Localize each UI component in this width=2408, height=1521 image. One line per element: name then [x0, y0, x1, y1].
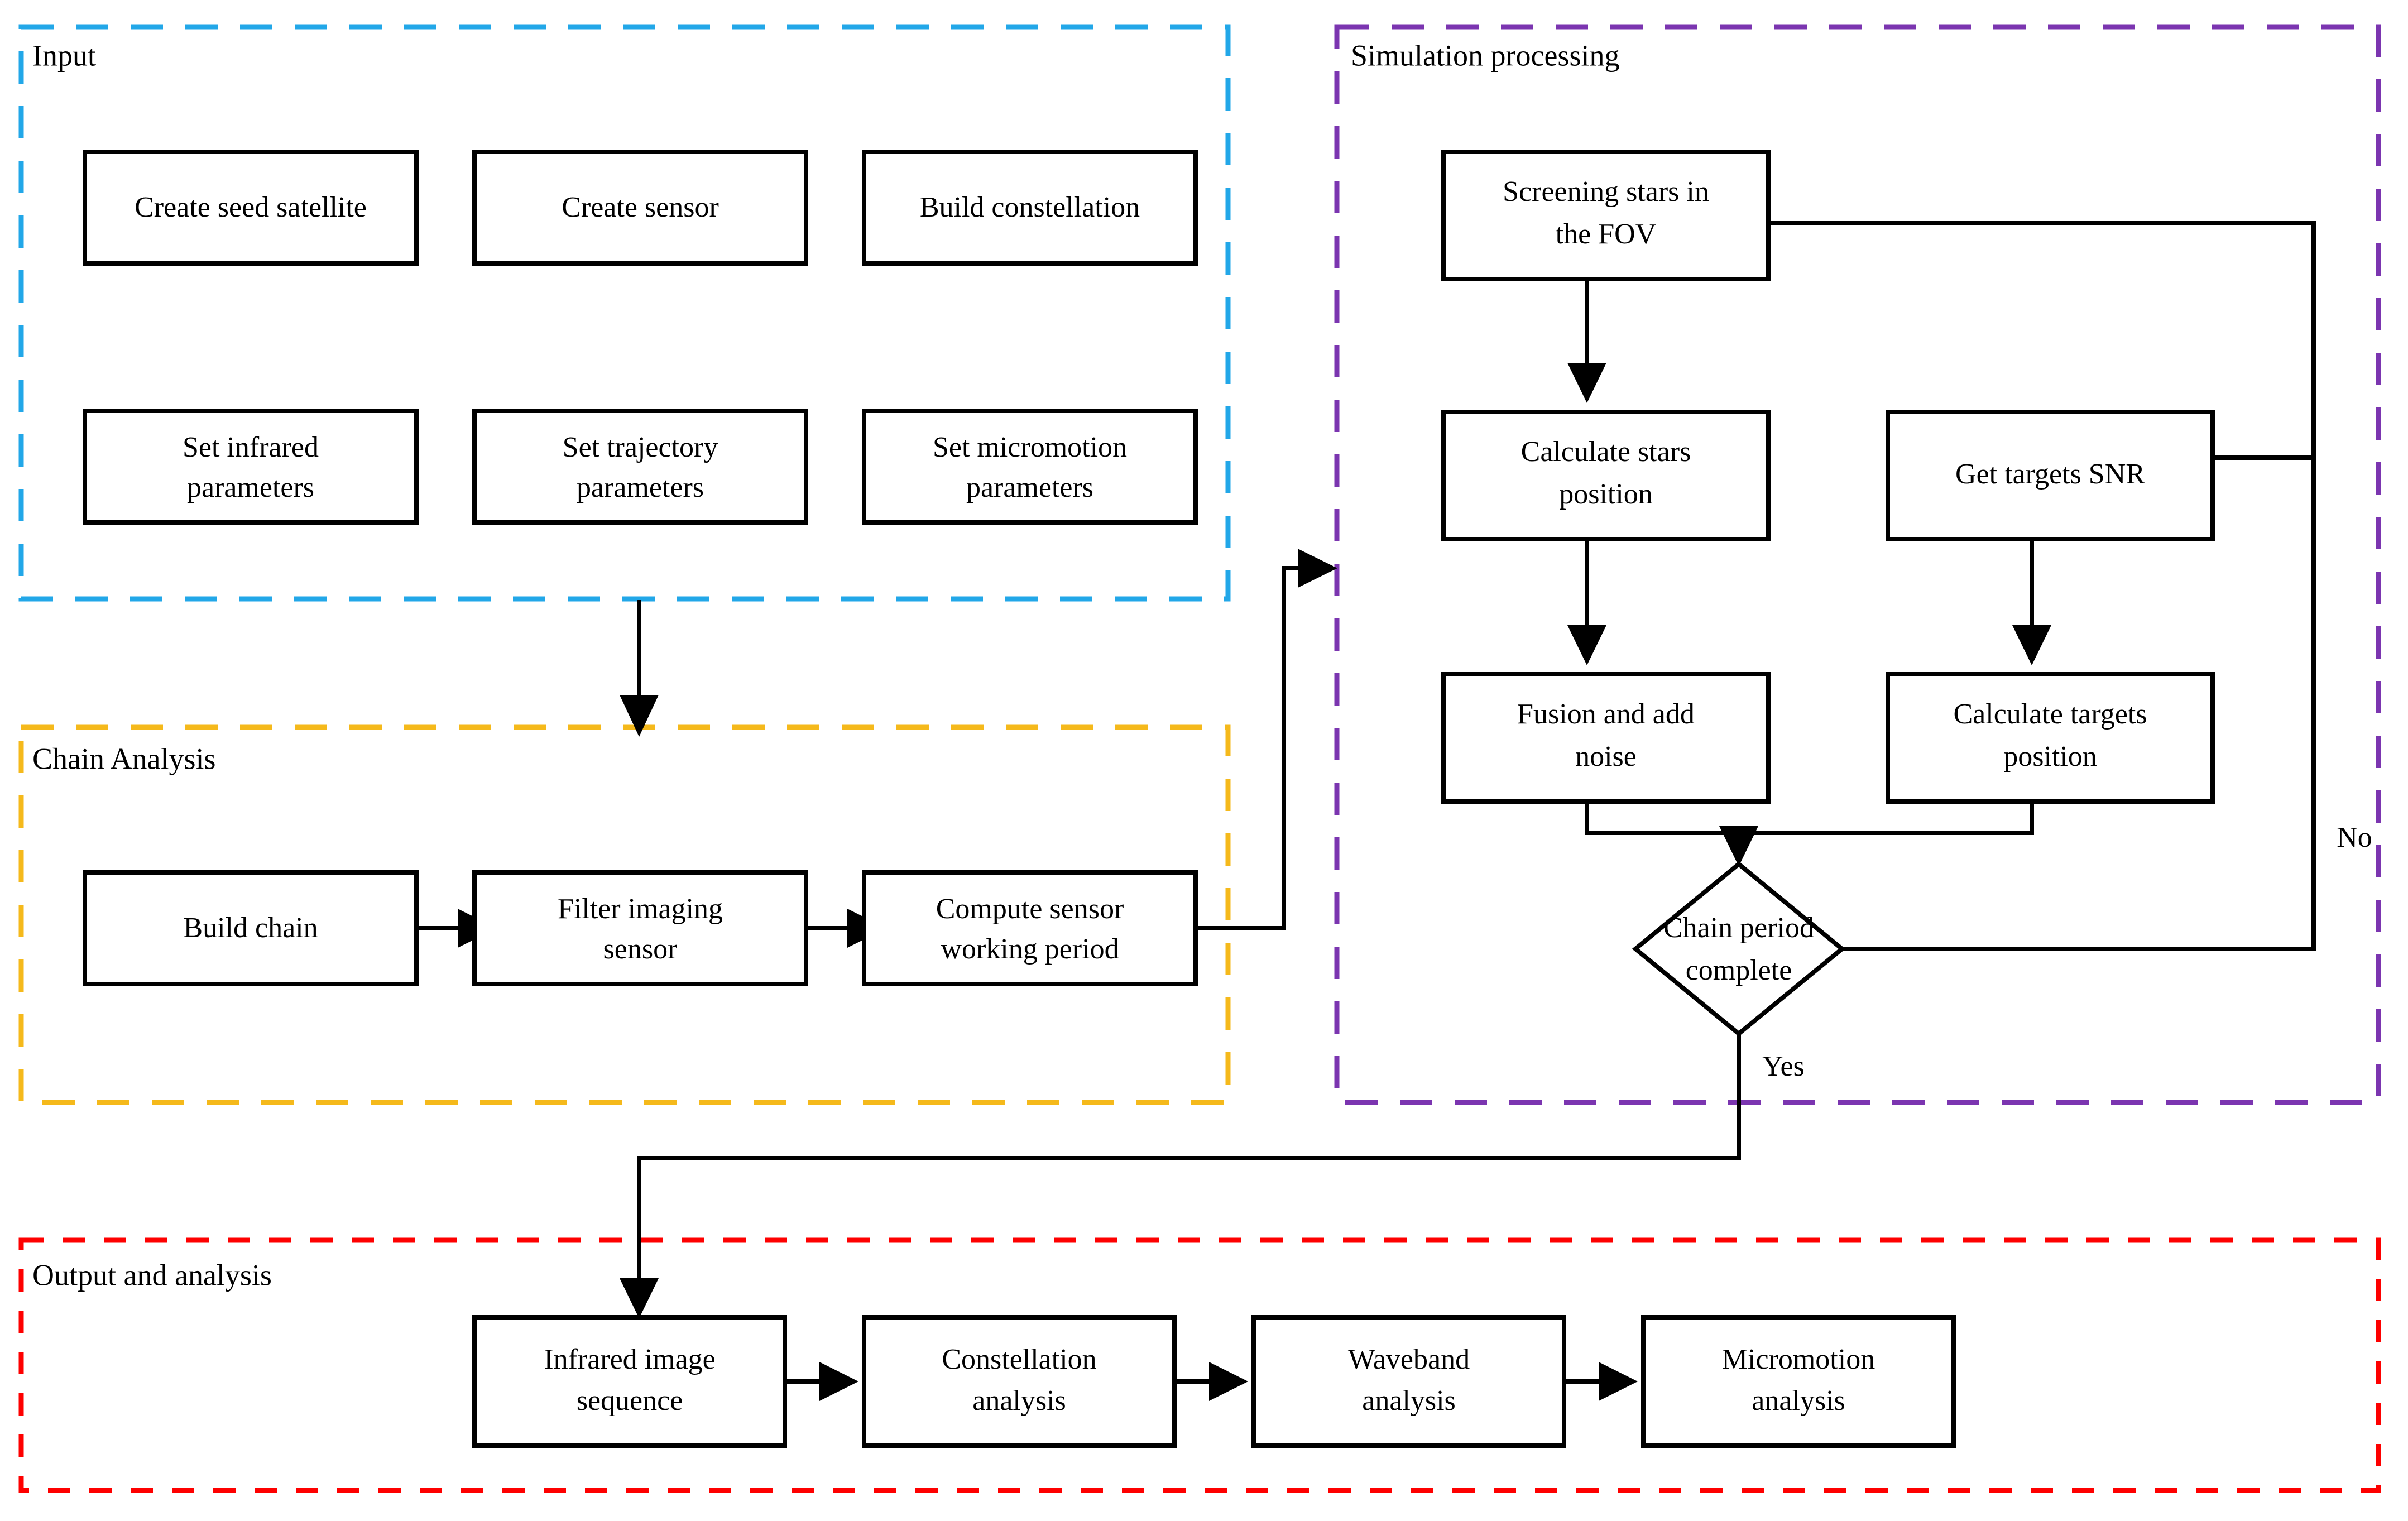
node-label-set-micromotion-parameters-line1: Set micromotion — [933, 431, 1127, 463]
node-label-chain-period-complete-line2: complete — [1686, 954, 1792, 986]
node-label-compute-sensor-working-period-line1: Compute sensor — [936, 893, 1124, 925]
node-label-create-sensor: Create sensor — [562, 191, 719, 223]
node-label-set-trajectory-parameters-line2: parameters — [577, 472, 704, 503]
node-calculate-targets-position[interactable]: Calculate targets position — [1886, 672, 2215, 804]
node-filter-imaging-sensor[interactable]: Filter imaging sensor — [472, 870, 808, 986]
node-set-infrared-parameters[interactable]: Set infrared parameters — [83, 409, 419, 525]
node-get-targets-snr[interactable]: Get targets SNR — [1886, 410, 2215, 541]
node-label-micromotion-analysis-line2: analysis — [1752, 1385, 1845, 1417]
edge-calculate-stars-to-fusion — [1567, 540, 1606, 665]
edge-waveband-to-micromotion — [1561, 1362, 1638, 1401]
node-label-filter-imaging-sensor-line2: sensor — [603, 933, 678, 965]
node-label-chain-period-complete-line1: Chain period — [1663, 912, 1814, 944]
node-label-calculate-stars-position-line2: position — [1559, 478, 1653, 510]
group-frame-output-analysis — [18, 1237, 2381, 1493]
node-create-sensor[interactable]: Create sensor — [472, 150, 808, 266]
node-label-micromotion-analysis-line1: Micromotion — [1722, 1344, 1875, 1375]
node-label-infrared-image-sequence-line1: Infrared image — [544, 1344, 715, 1375]
node-label-constellation-analysis-line2: analysis — [972, 1385, 1066, 1417]
node-infrared-image-sequence[interactable]: Infrared image sequence — [472, 1315, 787, 1448]
node-label-create-seed-satellite: Create seed satellite — [135, 191, 367, 223]
group-frame-simulation-processing — [1334, 24, 2381, 1105]
group-frame-chain-analysis — [18, 724, 1231, 1105]
node-label-calculate-targets-position-line1: Calculate targets — [1953, 698, 2147, 730]
edge-no-loop — [1595, 204, 2316, 951]
node-label-set-micromotion-parameters-line2: parameters — [966, 472, 1093, 503]
edge-label-no: No — [2337, 822, 2372, 853]
group-frame-input — [18, 24, 1231, 602]
node-label-screening-stars-line1: Screening stars in — [1503, 176, 1709, 208]
group-title-simulation-processing: Simulation processing — [1351, 39, 1619, 72]
node-create-seed-satellite[interactable]: Create seed satellite — [83, 150, 419, 266]
edge-chain-to-simulation — [1195, 549, 1337, 930]
node-compute-sensor-working-period[interactable]: Compute sensor working period — [862, 870, 1198, 986]
node-waveband-analysis[interactable]: Waveband analysis — [1251, 1315, 1566, 1448]
node-label-infrared-image-sequence-line2: sequence — [577, 1385, 683, 1417]
node-build-chain[interactable]: Build chain — [83, 870, 419, 986]
node-label-calculate-stars-position-line1: Calculate stars — [1521, 436, 1691, 468]
group-title-input: Input — [32, 39, 96, 72]
edge-input-to-chain — [620, 600, 659, 737]
group-title-output-analysis: Output and analysis — [32, 1258, 272, 1292]
node-calculate-stars-position[interactable]: Calculate stars position — [1441, 410, 1771, 541]
edge-constellation-to-waveband — [1171, 1362, 1248, 1401]
node-label-fusion-and-add-noise-line2: noise — [1575, 741, 1637, 773]
node-label-set-infrared-parameters-line2: parameters — [187, 472, 314, 503]
edge-yes-to-output — [620, 1035, 1741, 1318]
node-label-fusion-and-add-noise-line1: Fusion and add — [1517, 698, 1695, 730]
node-label-get-targets-snr: Get targets SNR — [1955, 458, 2145, 490]
edge-get-targets-snr-to-calculate-targets — [2012, 540, 2051, 665]
node-chain-period-complete[interactable]: Chain period complete — [1632, 861, 1846, 1037]
node-constellation-analysis[interactable]: Constellation analysis — [862, 1315, 1177, 1448]
node-label-build-constellation: Build constellation — [920, 191, 1140, 223]
node-label-compute-sensor-working-period-line2: working period — [941, 933, 1119, 965]
node-label-set-infrared-parameters-line1: Set infrared — [183, 431, 319, 463]
edge-screening-to-calculate-stars — [1567, 278, 1606, 403]
node-fusion-and-add-noise[interactable]: Fusion and add noise — [1441, 672, 1771, 804]
node-label-filter-imaging-sensor-line1: Filter imaging — [558, 893, 723, 925]
edge-label-yes: Yes — [1762, 1050, 1805, 1082]
node-label-screening-stars-line2: the FOV — [1556, 218, 1657, 250]
node-label-waveband-analysis-line1: Waveband — [1348, 1344, 1470, 1375]
node-label-constellation-analysis-line1: Constellation — [942, 1344, 1096, 1375]
edge-infrared-image-to-constellation — [781, 1362, 858, 1401]
node-micromotion-analysis[interactable]: Micromotion analysis — [1641, 1315, 1956, 1448]
node-build-constellation[interactable]: Build constellation — [862, 150, 1198, 266]
node-label-build-chain: Build chain — [183, 912, 318, 944]
node-label-calculate-targets-position-line2: position — [2003, 741, 2097, 773]
node-set-trajectory-parameters[interactable]: Set trajectory parameters — [472, 409, 808, 525]
node-set-micromotion-parameters[interactable]: Set micromotion parameters — [862, 409, 1198, 525]
node-label-set-trajectory-parameters-line1: Set trajectory — [563, 431, 718, 463]
edge-merge-to-chain-period-complete — [1585, 803, 2034, 866]
node-screening-stars-in-the-fov[interactable]: Screening stars in the FOV — [1441, 150, 1771, 281]
group-title-chain-analysis: Chain Analysis — [32, 742, 216, 775]
node-label-waveband-analysis-line2: analysis — [1362, 1385, 1456, 1417]
